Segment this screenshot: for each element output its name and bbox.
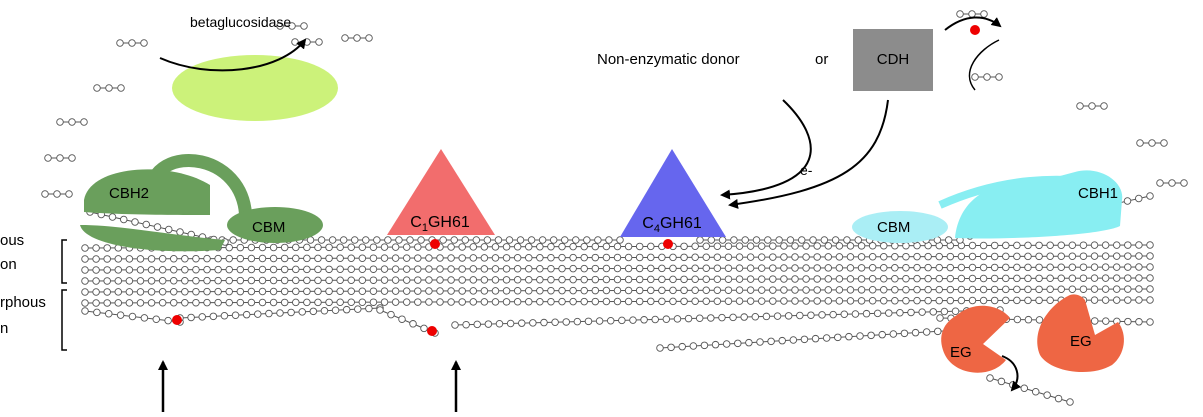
cellobiose-fragment [276, 22, 308, 30]
cbh1-enzyme [852, 170, 1123, 243]
oxidized-cut-site [430, 239, 440, 249]
cellobiose-fragment [1076, 102, 1108, 110]
cbh2-bound-chain [86, 208, 229, 246]
cdh-oxidation-arrow [944, 16, 1002, 31]
cellobiose-fragment [971, 73, 1003, 81]
cellulose-chain [176, 304, 384, 322]
oxidized-cut-site [427, 326, 437, 336]
crystalline-region-label-line2: on [0, 256, 17, 273]
cellulose-chain [81, 296, 1154, 307]
cellulose-chain [451, 306, 1004, 329]
region-brackets [61, 239, 67, 351]
cellulose-chain [696, 236, 964, 244]
or-label: or [815, 51, 828, 68]
eg-left-label: EG [950, 344, 972, 361]
crystalline-region-label-line1: ous [0, 232, 24, 249]
betaglucosidase-arrow [159, 38, 307, 72]
eg-released-chain [986, 374, 1074, 406]
cbh2-enzyme [80, 154, 323, 252]
cellobiose-fragment [956, 10, 988, 18]
cut-sites [172, 25, 980, 336]
cellobiose-fragment [1156, 179, 1188, 187]
eg-right-enzyme [1037, 294, 1124, 373]
eg-right-label: EG [1070, 333, 1092, 350]
cellulose-chains [81, 192, 1154, 406]
cellulose-chain [81, 274, 1154, 285]
cellobiose-fragment [341, 34, 373, 42]
cellobiose-fragment [93, 84, 125, 92]
betaglucosidase-label: betaglucosidase [190, 14, 291, 30]
cbh1-label: CBH1 [1078, 185, 1118, 202]
cbm-right-label: CBM [877, 219, 910, 236]
betaglucosidase-enzyme [172, 55, 338, 121]
cdh-return-curve [968, 39, 1000, 91]
c1gh61-enzyme [387, 149, 495, 235]
cbm-left-label: CBM [252, 219, 285, 236]
c1gh61-label: C1GH61 [410, 214, 470, 234]
cellobiose-fragment [44, 154, 76, 162]
oxidized-cut-site [663, 239, 673, 249]
oxidized-cut-site [970, 25, 980, 35]
cellobiose-fragment [291, 38, 323, 46]
eg-release-arrow [1001, 355, 1021, 392]
oxidized-cut-site [172, 315, 182, 325]
c4gh61-enzyme [620, 149, 726, 237]
amorphous-region-bracket [61, 289, 67, 351]
amorphous-region-label-line1: rphous [0, 294, 46, 311]
crystalline-region-bracket [61, 239, 67, 284]
cellulose-chain [81, 252, 1154, 263]
cellulose-chain [656, 326, 964, 352]
cellulose-chain [81, 285, 1154, 296]
amorphous-region-label-line2: n [0, 320, 8, 337]
cellulose-chain [81, 307, 184, 326]
cellobiose-fragment [56, 118, 88, 126]
electron-label: e- [800, 162, 813, 178]
cbh2-label: CBH2 [109, 185, 149, 202]
donor-electron-arrow [720, 99, 812, 200]
c4gh61-label: C4GH61 [642, 215, 702, 235]
cellobiose-fragment [1136, 139, 1168, 147]
eg-left-enzyme [941, 305, 1010, 373]
cellobiose-fragment [116, 39, 148, 47]
cellulose-chain [81, 263, 1154, 274]
cdh-label: CDH [877, 51, 910, 68]
cdh-enzyme [853, 29, 933, 91]
cellobiose-fragment [41, 190, 73, 198]
cdh-electron-arrow [728, 99, 889, 209]
donor-label: Non-enzymatic donor [597, 51, 740, 68]
